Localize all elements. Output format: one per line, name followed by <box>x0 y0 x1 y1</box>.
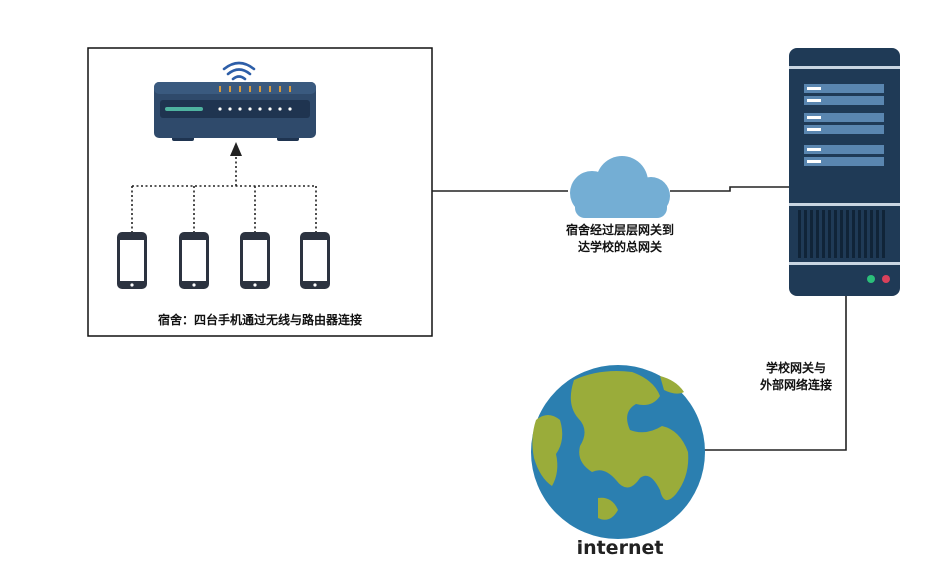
phone-icon <box>179 232 209 289</box>
router-icon <box>154 82 316 141</box>
phone-icon <box>240 232 270 289</box>
cloud-caption-line2: 达学校的总网关 <box>577 240 662 254</box>
server-icon <box>789 48 900 296</box>
arrow-up-icon <box>230 142 242 156</box>
cloud-caption: 宿舍经过层层网关到 达学校的总网关 <box>540 222 700 256</box>
wired-links <box>432 186 847 451</box>
globe-icon <box>531 365 705 539</box>
gateway-caption-line2: 外部网络连接 <box>759 378 832 392</box>
cloud-icon <box>570 156 670 218</box>
internet-caption: internet <box>576 537 664 559</box>
phone-icon <box>300 232 330 289</box>
cloud-caption-line1: 宿舍经过层层网关到 <box>565 223 674 237</box>
wireless-links <box>131 155 317 232</box>
gateway-caption: 学校网关与 外部网络连接 <box>752 360 840 394</box>
wifi-icon <box>222 61 256 81</box>
phone-icon <box>117 232 147 289</box>
gateway-caption-line1: 学校网关与 <box>765 361 826 375</box>
dorm-caption: 宿舍：四台手机通过无线与路由器连接 <box>157 313 362 327</box>
